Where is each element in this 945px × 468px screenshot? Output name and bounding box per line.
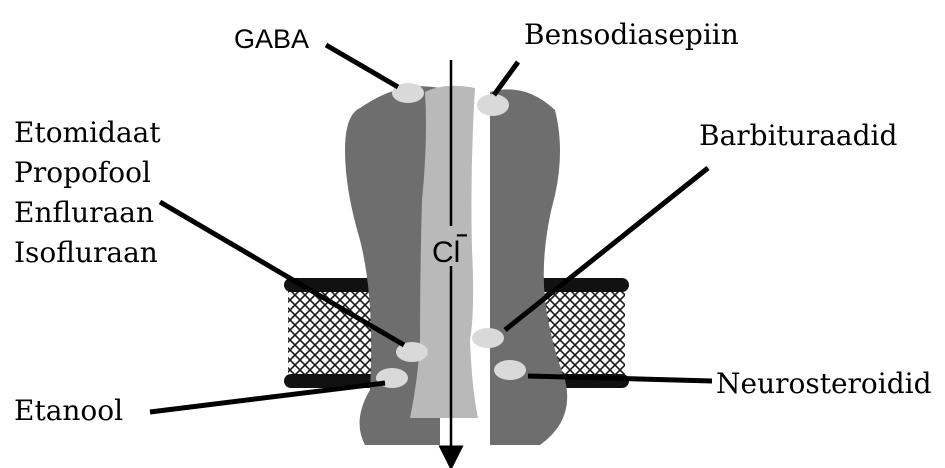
chloride-ion-label: Cl −: [428, 225, 468, 269]
label-barbituraadid: Barbituraadid: [699, 119, 897, 152]
label-bensodiasepiin: Bensodiasepiin: [524, 18, 739, 51]
label-gaba: GABA: [234, 24, 309, 54]
label-neurosteroidid: Neurosteroidid: [716, 367, 932, 400]
binding-site-barbituraadid: [472, 328, 504, 348]
label-isofluraan: Isofluraan: [14, 236, 158, 269]
right-subunit: [490, 89, 567, 445]
label-etomidaat: Etomidaat: [14, 116, 161, 149]
chloride-charge: −: [456, 225, 468, 247]
binding-site-neurosteroidid: [494, 360, 526, 380]
pointer-gaba: [326, 45, 398, 87]
label-propofool: Propofool: [14, 156, 151, 189]
membrane-left: [284, 278, 382, 388]
label-enfluraan: Enfluraan: [14, 196, 154, 229]
pointer-etanool: [150, 383, 385, 412]
binding-site-bensodiasepiin: [477, 94, 509, 116]
label-etanool: Etanool: [14, 394, 123, 427]
